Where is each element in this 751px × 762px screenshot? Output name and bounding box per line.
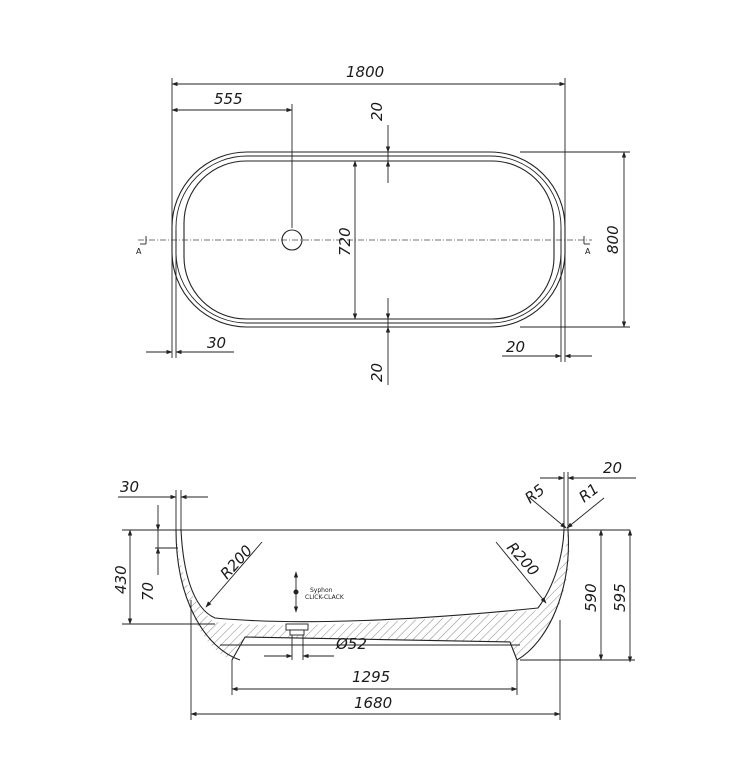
section-marker-right: A xyxy=(583,236,591,256)
tub-base xyxy=(231,636,518,661)
tub-inner-profile xyxy=(180,529,565,623)
tub-section-body xyxy=(176,530,570,660)
syphon-indicator: Syphon CLICK-CLACK xyxy=(293,571,345,613)
syphon-label: Syphon xyxy=(310,587,333,594)
tub-outer-profile xyxy=(175,529,241,661)
dim-overall-width: 800 xyxy=(604,225,622,254)
dim-radius-r5: R5 xyxy=(521,481,548,507)
side-view: Syphon CLICK-CLACK 30 20 R5 R1 R200 xyxy=(112,459,636,720)
syphon-type-label: CLICK-CLACK xyxy=(305,594,345,601)
dim-left-offset: 30 xyxy=(207,334,226,352)
section-label-left: A xyxy=(136,247,142,256)
dim-inner-width: 720 xyxy=(336,227,354,256)
dim-drain-offset: 555 xyxy=(214,90,243,108)
drain-fitting xyxy=(285,623,309,660)
section-label-right: A xyxy=(585,247,591,256)
dim-depth-70: 70 xyxy=(139,582,157,601)
dim-drain-diameter: Ø52 xyxy=(335,635,367,653)
dim-radius-right: R200 xyxy=(503,539,543,580)
dim-rim-bottom: 20 xyxy=(368,363,386,382)
dim-radius-left: R200 xyxy=(217,542,257,583)
dim-right-offset: 20 xyxy=(506,338,525,356)
tub-rim-edge xyxy=(175,155,562,324)
dim-rim-top: 20 xyxy=(368,102,386,121)
dim-bottom-length: 1680 xyxy=(354,694,392,712)
dim-wall-top: 30 xyxy=(120,478,139,496)
dim-depth-430: 430 xyxy=(112,565,130,594)
drain-hole xyxy=(281,229,303,251)
dim-height-590: 590 xyxy=(582,583,600,612)
top-view: A A 1800 555 20 720 xyxy=(136,63,630,385)
dim-height-595: 595 xyxy=(611,583,629,612)
dim-right-top: 20 xyxy=(603,459,622,477)
dim-overall-length: 1800 xyxy=(346,63,384,81)
section-marker-left: A xyxy=(136,236,147,256)
tub-outer-rim xyxy=(171,151,566,328)
dim-base-length: 1295 xyxy=(352,668,390,686)
